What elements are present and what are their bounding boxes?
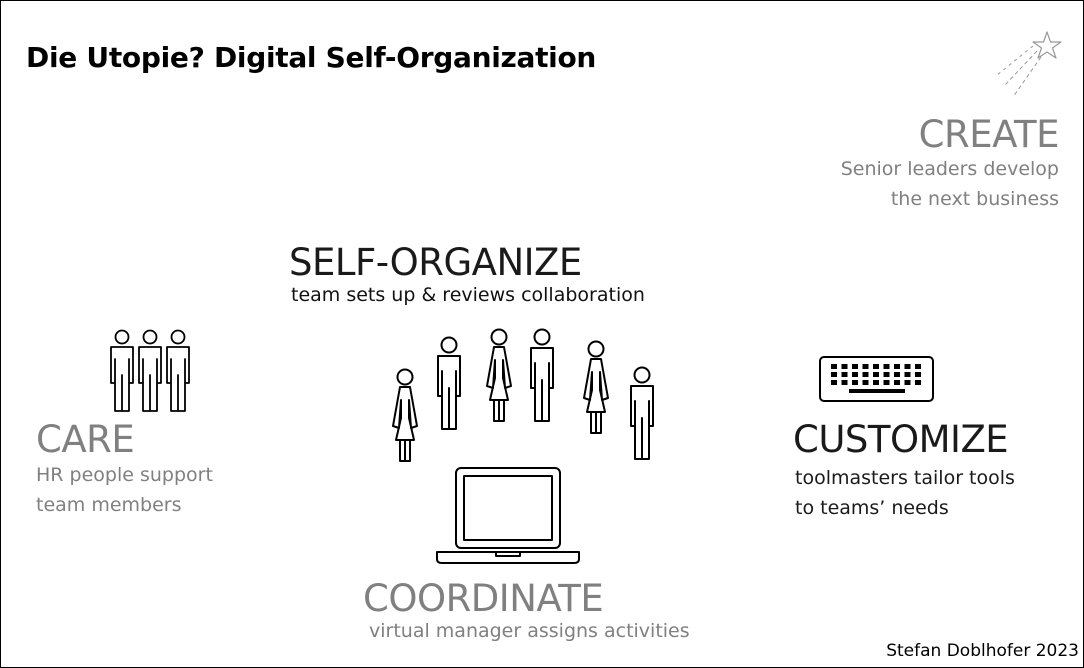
create-heading: CREATE (918, 113, 1060, 156)
person-woman-icon (583, 340, 609, 434)
keyboard-key (831, 364, 837, 369)
keyboard-icon (819, 356, 934, 402)
keyboard-key (883, 372, 890, 377)
coordinate-heading: COORDINATE (363, 577, 604, 620)
keyboard-key (862, 380, 869, 385)
people-group-icon (110, 329, 190, 412)
keyboard-key (894, 380, 900, 385)
customize-description: toolmasters tailor tools to teams’ needs (795, 463, 1015, 523)
person-man-icon (437, 336, 461, 430)
keyboard-key (841, 372, 848, 377)
keyboard-key (915, 380, 921, 385)
person-woman-icon (392, 368, 418, 462)
care-description-line-1: HR people support (36, 464, 213, 486)
keyboard-key (904, 372, 911, 377)
keyboard-key (873, 364, 879, 369)
shooting-star-icon (996, 31, 1062, 98)
self-organize-description: team sets up & reviews collaboration (291, 284, 645, 306)
keyboard-key (915, 364, 921, 369)
create-description-line-1: Senior leaders develop (840, 158, 1059, 180)
keyboard-key (894, 364, 900, 369)
keyboard-key (862, 372, 869, 377)
keyboard-key (894, 372, 900, 377)
laptop-icon (436, 467, 580, 564)
keyboard-key (841, 380, 848, 385)
keyboard-key (883, 364, 890, 369)
keyboard-spacebar (849, 389, 905, 393)
keyboard-key (831, 372, 837, 377)
keyboard-key (862, 364, 869, 369)
team-people-icon (392, 328, 654, 462)
care-description-line-2: team members (36, 494, 182, 516)
keyboard-key (852, 364, 858, 369)
keyboard-key (915, 372, 921, 377)
author-credit: Stefan Doblhofer 2023 (886, 641, 1079, 661)
slide-title: Die Utopie? Digital Self-Organization (26, 41, 597, 74)
customize-heading: CUSTOMIZE (793, 418, 1009, 461)
create-description-line-2: the next business (890, 188, 1059, 210)
keyboard-key (852, 372, 858, 377)
keyboard-key (841, 364, 848, 369)
care-heading: CARE (36, 418, 135, 461)
coordinate-description: virtual manager assigns activities (369, 620, 690, 642)
keyboard-key (831, 380, 837, 385)
keyboard-key (904, 364, 911, 369)
keyboard-key (904, 380, 911, 385)
person-woman-icon (486, 328, 512, 422)
customize-description-line-2: to teams’ needs (795, 497, 949, 519)
keyboard-key (873, 380, 879, 385)
create-description: Senior leaders develop the next business (841, 154, 1059, 214)
keyboard-key (883, 380, 890, 385)
customize-description-line-1: toolmasters tailor tools (795, 467, 1015, 489)
self-organize-heading: SELF-ORGANIZE (289, 241, 582, 284)
care-description: HR people support team members (36, 460, 213, 520)
person-man-icon (530, 328, 554, 422)
person-man-icon (630, 366, 654, 460)
keyboard-key (873, 372, 879, 377)
keyboard-key (852, 380, 858, 385)
